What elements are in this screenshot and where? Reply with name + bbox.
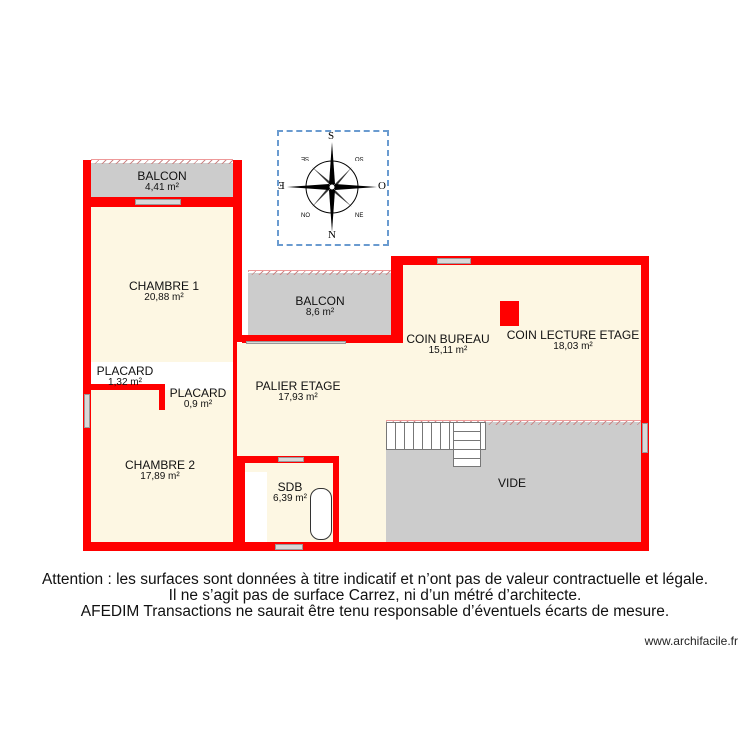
wall-chambre1-right — [233, 160, 242, 342]
railing-balcon1 — [91, 159, 233, 164]
wall-right — [641, 256, 649, 551]
notice-line-2: Il ne s’agit pas de surface Carrez, ni d… — [168, 587, 582, 604]
railing-balcon2 — [248, 270, 391, 275]
chambre-2-area — [91, 390, 233, 542]
palier-area — [236, 343, 641, 420]
notice-line-3: AFEDIM Transactions ne saurait être tenu… — [80, 603, 670, 620]
railing-vide — [386, 420, 641, 425]
compass-s: S — [328, 130, 335, 142]
coin-area — [403, 265, 641, 345]
room-label-vide: VIDE — [497, 476, 527, 490]
placard-1-area — [91, 362, 161, 384]
footer-site-link[interactable]: www.archifacile.fr — [644, 634, 738, 648]
compass-so: SO — [355, 155, 364, 161]
compass-se: SE — [301, 155, 310, 161]
compass-n: N — [328, 229, 336, 241]
window-chambre2[interactable] — [84, 394, 90, 428]
wall-bottom — [83, 542, 649, 551]
wall-placard2-left — [159, 384, 165, 410]
sdb-vanity — [245, 472, 267, 542]
balcon-2-area — [248, 273, 391, 343]
compass-o: O — [378, 180, 386, 192]
staircase-turn — [453, 422, 481, 467]
compass-no: NO — [301, 213, 310, 219]
compass-e: E — [278, 180, 285, 192]
door-sdb[interactable] — [278, 457, 304, 462]
compass-ne: NE — [355, 213, 364, 219]
window-vide[interactable] — [642, 423, 648, 453]
wall-sdb-right — [333, 456, 339, 542]
chambre-1-area — [91, 207, 233, 362]
window-bureau[interactable] — [437, 258, 471, 264]
window-sdb[interactable] — [275, 544, 303, 550]
wall-left — [83, 160, 91, 551]
balcon-1-area — [91, 163, 233, 197]
pillar — [500, 301, 519, 326]
wall-top-right — [391, 256, 649, 265]
wall-placard1 — [91, 384, 165, 390]
bathtub-icon — [310, 488, 332, 540]
window-balcon2[interactable] — [246, 341, 346, 344]
window-balcon1[interactable] — [135, 199, 181, 205]
wall-sdb-left — [236, 456, 245, 542]
compass: S N E O SE SO NO NE — [277, 130, 389, 246]
wall-balcon2-bottom — [242, 335, 392, 343]
wall-coin-left — [391, 256, 403, 343]
sdb-area — [268, 462, 308, 542]
compass-rose-icon — [287, 142, 377, 232]
wall-palier-left — [233, 342, 237, 542]
notice-line-1: Attention : les surfaces sont données à … — [41, 571, 709, 588]
